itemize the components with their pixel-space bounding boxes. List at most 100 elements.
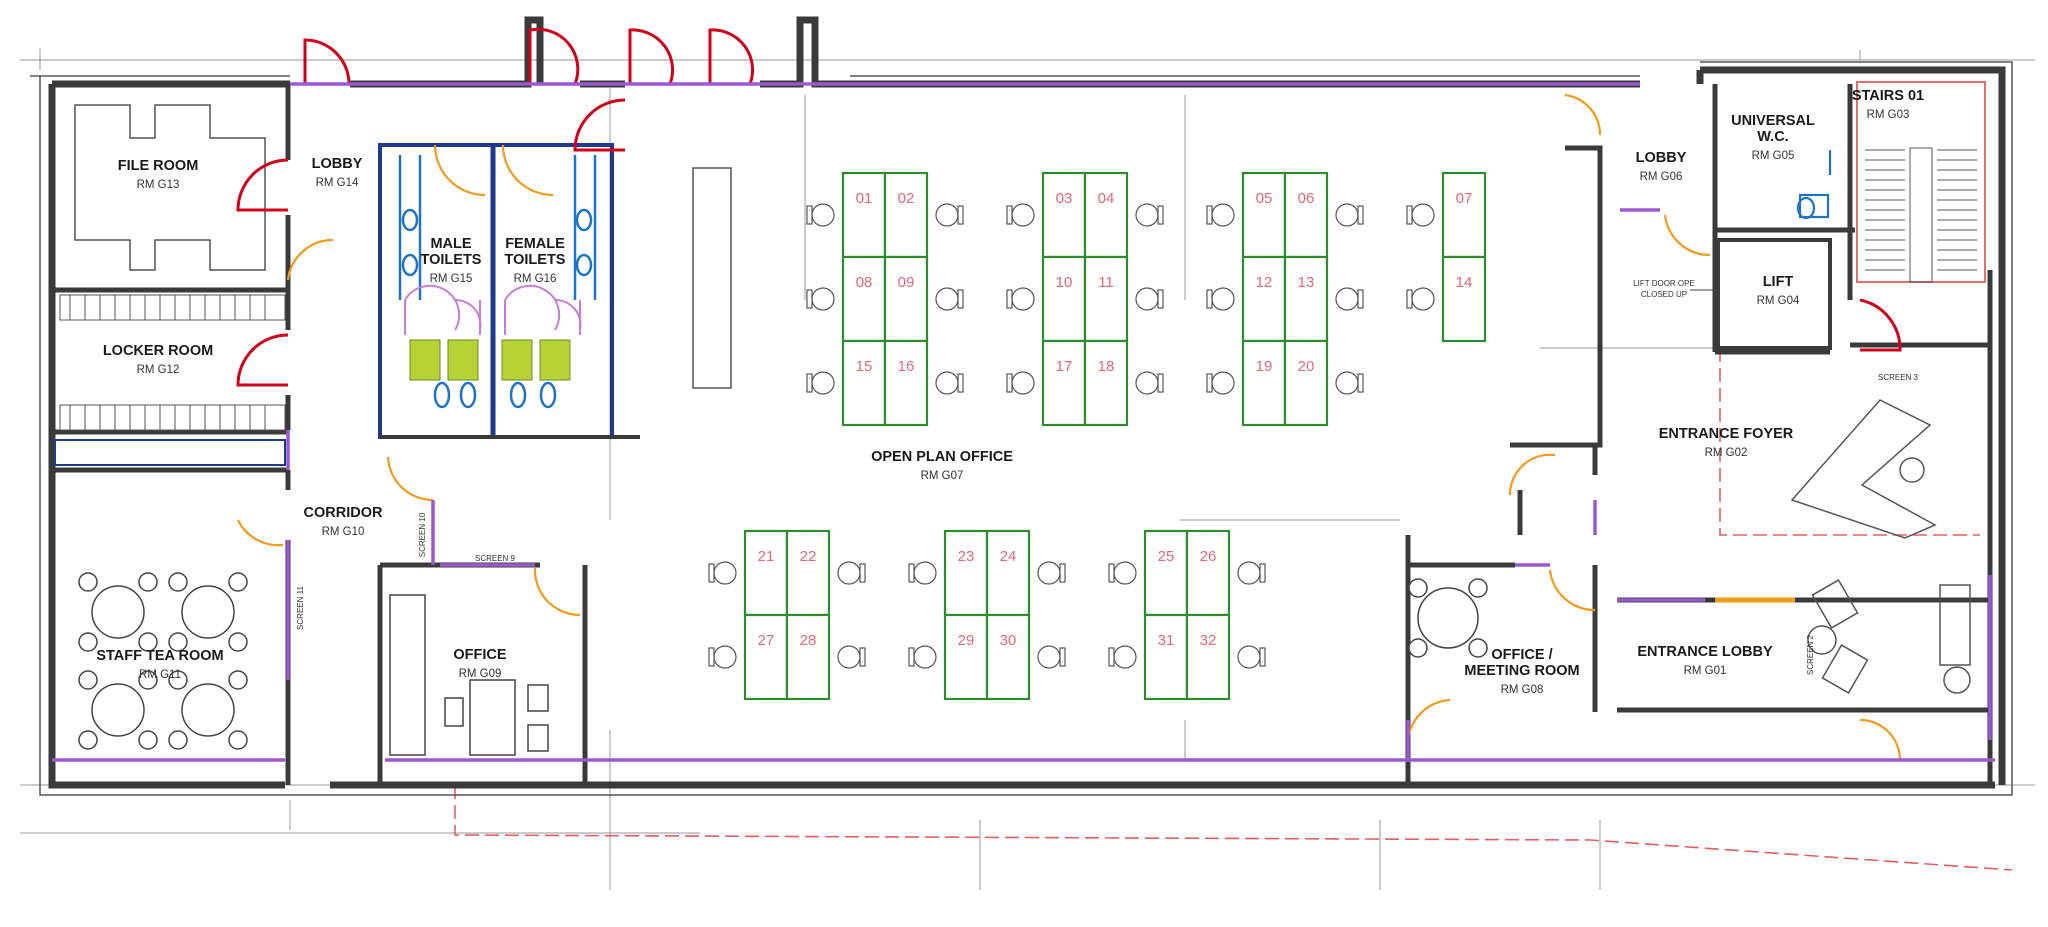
- desk: [743, 529, 789, 617]
- room-number: RM G13: [137, 179, 180, 191]
- room-number: RM G02: [1705, 447, 1748, 459]
- desk: [883, 339, 929, 427]
- desk: [1185, 613, 1231, 701]
- desk-number: 24: [1000, 548, 1017, 565]
- chair: [806, 371, 835, 395]
- chair: [935, 287, 964, 311]
- chair: [1135, 287, 1164, 311]
- room-number: RM G11: [139, 669, 181, 681]
- chair: [1135, 203, 1164, 227]
- chair: [1006, 203, 1035, 227]
- desk-number: 16: [898, 358, 915, 375]
- room-label-entrance-foyer: ENTRANCE FOYER RM G02: [1659, 426, 1794, 459]
- chair: [837, 645, 866, 669]
- desk: [1143, 613, 1189, 701]
- room-number: RM G08: [1501, 684, 1544, 696]
- desk-number: 27: [758, 632, 775, 649]
- chair: [806, 287, 835, 311]
- desk-number: 12: [1256, 274, 1273, 291]
- desk: [883, 255, 929, 343]
- desk: [1283, 171, 1329, 259]
- desk-number: 23: [958, 548, 975, 565]
- chair: [1006, 287, 1035, 311]
- desk-number: 17: [1056, 358, 1073, 375]
- stairs: [1856, 81, 1986, 283]
- desk-number: 10: [1056, 274, 1073, 291]
- lift-door-note-line1: LIFT DOOR OPE: [1633, 279, 1695, 288]
- room-name: LOCKER ROOM: [103, 343, 213, 359]
- desk-number: 18: [1098, 358, 1115, 375]
- room-name: LIFT: [1763, 274, 1794, 290]
- grid-lines: [20, 48, 2035, 890]
- desk-number: 29: [958, 632, 975, 649]
- desk: [1083, 171, 1129, 259]
- office-furniture: [389, 594, 549, 756]
- chair: [1135, 371, 1164, 395]
- desk-number: 20: [1298, 358, 1315, 375]
- desk-number: 14: [1456, 274, 1473, 291]
- room-number: RM G10: [322, 526, 365, 538]
- room-name: OFFICE: [453, 647, 506, 663]
- desk-number: 32: [1200, 632, 1217, 649]
- desk: [943, 613, 989, 701]
- desk: [1283, 339, 1329, 427]
- desk: [743, 613, 789, 701]
- chair: [1108, 561, 1137, 585]
- chair: [1006, 371, 1035, 395]
- room-name: TOILETS: [505, 252, 566, 268]
- room-number: RM G09: [459, 668, 502, 680]
- room-name: UNIVERSAL: [1731, 113, 1815, 129]
- room-number: RM G15: [430, 273, 473, 285]
- screen-label: SCREEN 9: [475, 554, 516, 563]
- room-name: ENTRANCE FOYER: [1659, 426, 1794, 442]
- desk: [785, 529, 831, 617]
- room-label-lobby-g06: LOBBY RM G06: [1636, 150, 1687, 183]
- chair: [1037, 645, 1066, 669]
- desk-number: 26: [1200, 548, 1217, 565]
- chair: [837, 561, 866, 585]
- room-name: MALE: [430, 236, 471, 252]
- room-name: OFFICE /: [1491, 647, 1552, 663]
- chair: [908, 645, 937, 669]
- desk: [1041, 171, 1087, 259]
- tea-room-tables: [78, 572, 248, 750]
- chair: [908, 561, 937, 585]
- desk: [1441, 171, 1487, 259]
- chair: [1037, 561, 1066, 585]
- desk-number: 19: [1256, 358, 1273, 375]
- lift-shaft: [1716, 238, 1832, 350]
- desk: [785, 613, 831, 701]
- desk-number: 03: [1056, 190, 1073, 207]
- desk: [985, 529, 1031, 617]
- desk-number: 11: [1098, 274, 1114, 291]
- desk: [841, 339, 887, 427]
- room-name: LOBBY: [1636, 150, 1687, 166]
- chair: [708, 645, 737, 669]
- desk-number: 02: [898, 190, 915, 207]
- lockers: [59, 294, 286, 431]
- screen-label: SCREEN 11: [296, 586, 305, 630]
- room-number: RM G06: [1640, 171, 1683, 183]
- desk-number: 05: [1256, 190, 1273, 207]
- desk: [841, 171, 887, 259]
- room-name: MEETING ROOM: [1464, 663, 1579, 679]
- desk: [985, 613, 1031, 701]
- room-label-office-g09: OFFICE RM G09: [453, 647, 506, 680]
